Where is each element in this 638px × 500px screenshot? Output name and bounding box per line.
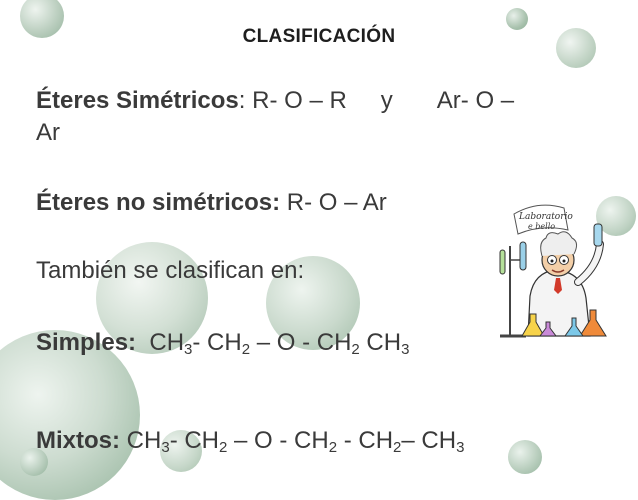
simple-ether-formula: CH3- CH2 – O - CH2 CH3 bbox=[149, 329, 410, 358]
aromatic-ether-formula: Ar- O – bbox=[436, 87, 515, 114]
bubble-decoration bbox=[506, 8, 528, 30]
symmetric-ethers-line: Éteres Simétricos: R- O – R y Ar- O – bbox=[36, 86, 514, 116]
scientist-laboratory-icon: Laboratorio e bello bbox=[499, 204, 607, 338]
simple-ethers-label: Simples: bbox=[36, 329, 137, 356]
bubble-decoration bbox=[160, 430, 202, 472]
bubble-decoration bbox=[266, 256, 360, 350]
asymmetric-ethers-line: Éteres no simétricos: R- O – Ar bbox=[36, 188, 387, 218]
mixed-ethers-line: Mixtos: CH3- CH2 – O - CH2 - CH2– CH3 bbox=[36, 426, 464, 463]
symmetric-ethers-formula: : R- O – R bbox=[238, 87, 347, 114]
bubble-decoration bbox=[20, 0, 64, 38]
classification-intro: También se clasifican en: bbox=[36, 257, 305, 284]
mixed-ethers-label: Mixtos: bbox=[36, 427, 120, 454]
slide-title: CLASIFICACIÓN bbox=[242, 26, 396, 47]
asymmetric-ethers-label: Éteres no simétricos: bbox=[36, 189, 281, 216]
connector-word: y bbox=[380, 87, 393, 114]
bubble-decoration bbox=[20, 448, 48, 476]
asymmetric-ethers-formula: R- O – Ar bbox=[280, 189, 387, 216]
bubble-decoration bbox=[596, 196, 636, 236]
symmetric-ethers-label: Éteres Simétricos bbox=[36, 87, 239, 114]
symmetric-ethers-line-wrap: Ar bbox=[36, 119, 60, 146]
clipart-caption-1: Laboratorio bbox=[518, 212, 573, 222]
bubble-decoration bbox=[556, 28, 596, 68]
clipart-caption-2: e bello bbox=[528, 222, 555, 231]
mixed-ether-formula: CH3- CH2 – O - CH2 - CH2– CH3 bbox=[126, 427, 465, 456]
bubble-decoration bbox=[508, 440, 542, 474]
bubble-decoration bbox=[96, 242, 208, 354]
simple-ethers-line: Simples: CH3- CH2 – O - CH2 CH3 bbox=[36, 328, 409, 365]
